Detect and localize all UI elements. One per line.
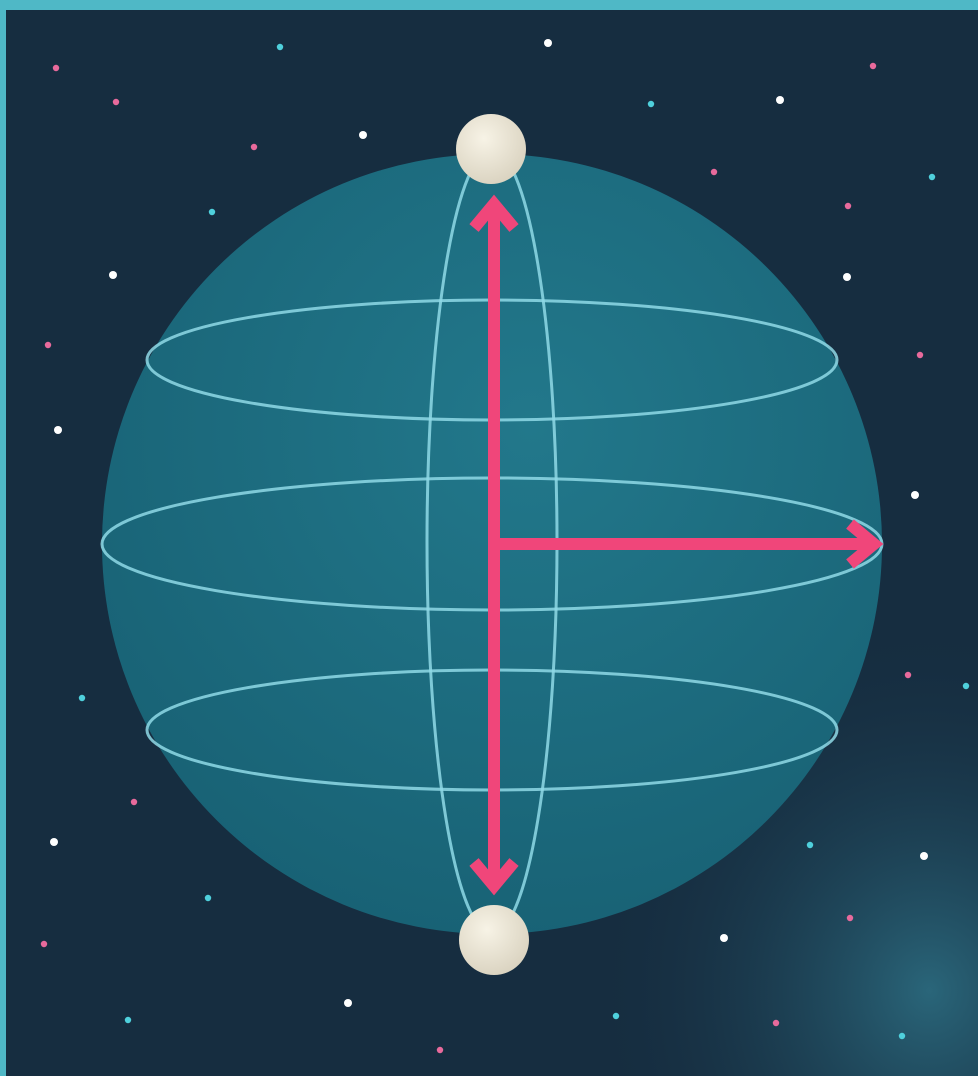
star-icon — [113, 99, 119, 105]
star-icon — [911, 491, 919, 499]
star-icon — [807, 842, 813, 848]
star-icon — [53, 65, 59, 71]
star-icon — [899, 1033, 905, 1039]
star-icon — [131, 799, 137, 805]
star-icon — [917, 352, 923, 358]
star-icon — [437, 1047, 443, 1053]
star-icon — [847, 915, 853, 921]
star-icon — [929, 174, 935, 180]
star-icon — [209, 209, 215, 215]
star-icon — [776, 96, 784, 104]
star-icon — [843, 273, 851, 281]
star-icon — [544, 39, 552, 47]
star-icon — [125, 1017, 131, 1023]
star-icon — [50, 838, 58, 846]
star-icon — [773, 1020, 779, 1026]
star-icon — [720, 934, 728, 942]
star-icon — [79, 695, 85, 701]
star-icon — [54, 426, 62, 434]
star-icon — [613, 1013, 619, 1019]
star-icon — [870, 63, 876, 69]
star-icon — [205, 895, 211, 901]
star-icon — [905, 672, 911, 678]
star-icon — [45, 342, 51, 348]
south-pole-icon — [459, 905, 529, 975]
star-icon — [344, 999, 352, 1007]
star-icon — [845, 203, 851, 209]
star-icon — [109, 271, 117, 279]
star-icon — [277, 44, 283, 50]
star-icon — [41, 941, 47, 947]
north-pole-icon — [456, 114, 526, 184]
star-icon — [920, 852, 928, 860]
star-icon — [711, 169, 717, 175]
star-icon — [963, 683, 969, 689]
star-icon — [251, 144, 257, 150]
star-icon — [359, 131, 367, 139]
star-icon — [648, 101, 654, 107]
